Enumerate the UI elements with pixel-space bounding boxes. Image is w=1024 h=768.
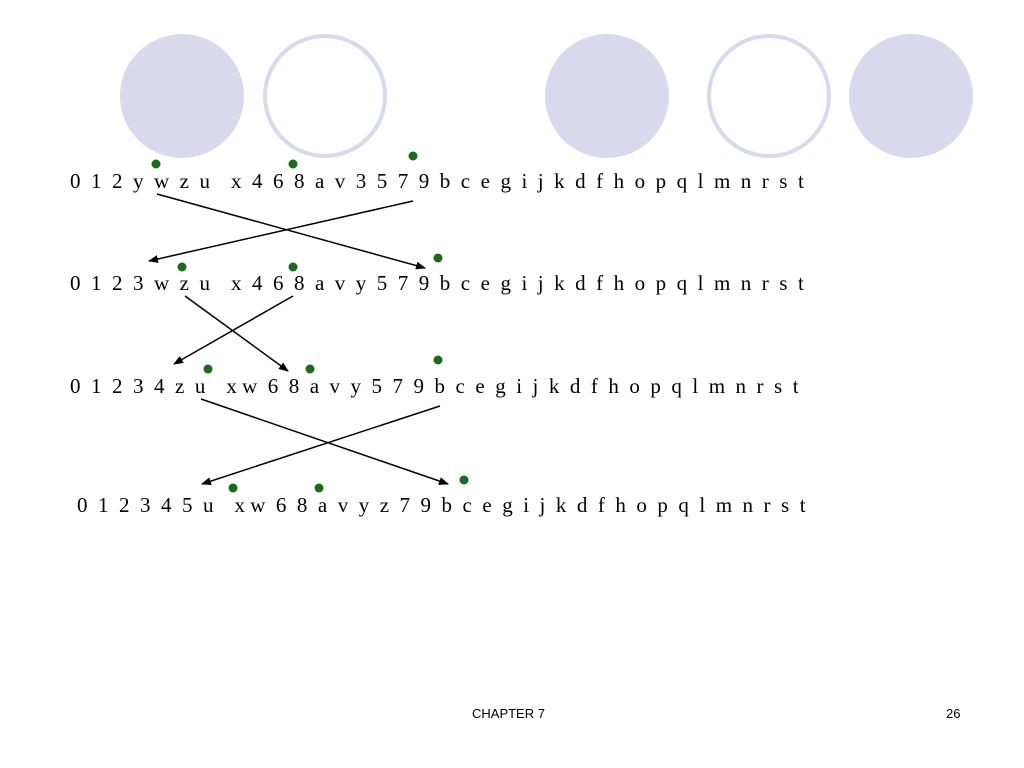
footer-page-number: 26 [946,706,961,721]
pointer-dot [288,262,298,272]
pointer-dot [177,262,187,272]
pointer-dot [305,364,315,374]
pointer-dot [228,483,238,493]
decorative-circle-outline [707,34,831,158]
sequence-row-4: 0 1 2 3 4 5 u x w 6 8 a v y z 7 9 b c e … [77,493,806,517]
pointer-dot [203,364,213,374]
pointer-dot [433,253,443,263]
sequence-row-2: 0 1 2 3 w z u x 4 6 8 a v y 5 7 9 b c e … [70,271,804,295]
pointer-dot [433,355,443,365]
swap-arrow [156,193,426,270]
decorative-circle-outline [263,34,387,158]
sequence-row-3: 0 1 2 3 4 z u x w 6 8 a v y 5 7 9 b c e … [70,374,799,398]
pointer-dot [288,159,298,169]
footer-chapter: CHAPTER 7 [472,706,545,721]
decorative-circle-filled [545,34,669,158]
swap-arrow [173,295,294,365]
decorative-circle-filled [120,34,244,158]
swap-arrow [201,405,441,485]
sequence-row-1: 0 1 2 y w z u x 4 6 8 a v 3 5 7 9 b c e … [70,169,804,193]
swap-arrow [148,200,414,263]
decorative-circle-filled [849,34,973,158]
pointer-dot [151,159,161,169]
pointer-dot [314,483,324,493]
swap-arrow [200,398,449,485]
pointer-dot [408,151,418,161]
swap-arrow [184,295,289,372]
pointer-dot [459,475,469,485]
